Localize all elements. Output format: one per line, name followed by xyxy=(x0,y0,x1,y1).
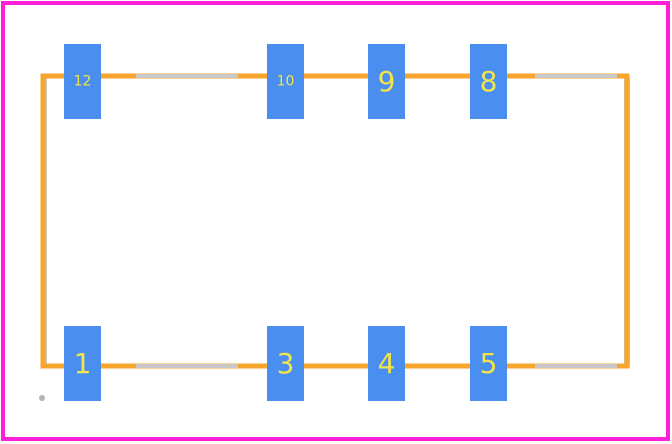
courtyard-top-segment-right xyxy=(535,74,617,78)
pad-4: 4 xyxy=(368,326,405,401)
pad-3-shape xyxy=(267,326,304,401)
pad-12-shape xyxy=(64,44,101,119)
pad-9: 9 xyxy=(368,44,405,119)
pad-9-shape xyxy=(368,44,405,119)
pad-8-label: 8 xyxy=(480,65,498,98)
pad-5-label: 5 xyxy=(480,347,498,380)
pad-8: 8 xyxy=(470,44,507,119)
pad-4-label: 4 xyxy=(378,347,396,380)
pads-layer: 12 10 9 8 1 3 4 5 xyxy=(64,44,507,401)
pad-12-label: 12 xyxy=(74,74,92,90)
pad-3: 3 xyxy=(267,326,304,401)
pad-8-shape xyxy=(470,44,507,119)
pad-4-shape xyxy=(368,326,405,401)
courtyard-top-segment-left xyxy=(136,74,238,78)
courtyard-bottom-segment-right xyxy=(535,364,617,368)
silkscreen-body-outline xyxy=(40,73,630,369)
pad-9-label: 9 xyxy=(378,65,396,98)
pad-10-label: 10 xyxy=(277,74,295,90)
pad-1: 1 xyxy=(64,326,101,401)
pad-10: 10 xyxy=(267,44,304,119)
origin-marker xyxy=(39,395,45,401)
courtyard-bottom-segment-left xyxy=(136,364,238,368)
pad-5-shape xyxy=(470,326,507,401)
pad-10-shape xyxy=(267,44,304,119)
pad-3-label: 3 xyxy=(277,347,295,380)
pad-5: 5 xyxy=(470,326,507,401)
pad-1-shape xyxy=(64,326,101,401)
pad-1-label: 1 xyxy=(74,347,92,380)
pad-12: 12 xyxy=(64,44,101,119)
